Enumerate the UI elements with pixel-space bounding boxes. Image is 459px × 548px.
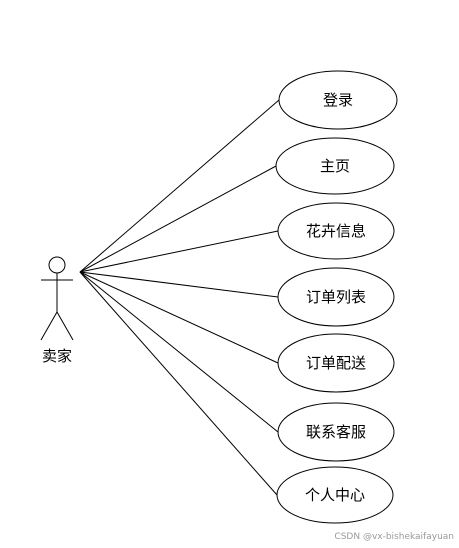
use-case-label-contact-support: 联系客服 <box>306 423 366 441</box>
use-case-contact-support: 联系客服 <box>277 402 395 462</box>
association-line-home <box>79 165 277 273</box>
association-line-delivery <box>79 271 279 364</box>
actor-label: 卖家 <box>42 347 72 365</box>
association-lines <box>79 99 280 496</box>
watermark: CSDN @vx-bishekaifayuan <box>334 532 454 542</box>
use-case-ellipse <box>277 202 395 260</box>
use-case-login: 登录 <box>278 70 398 130</box>
use-case-label-flower-info: 花卉信息 <box>306 222 366 240</box>
use-case-label-profile: 个人中心 <box>305 486 365 504</box>
use-case-label-home: 主页 <box>320 157 350 175</box>
actor-leg-left <box>40 311 58 341</box>
use-case-home: 主页 <box>275 137 395 195</box>
use-case-order-delivery: 订单配送 <box>277 333 395 393</box>
use-case-ellipse <box>276 466 394 524</box>
use-case-order-list: 订单列表 <box>277 267 395 327</box>
association-line-profile <box>79 271 278 496</box>
use-case-label-order-delivery: 订单配送 <box>306 354 366 372</box>
association-line-orders <box>79 271 279 298</box>
use-case-ellipse <box>275 137 395 195</box>
use-case-flower-info: 花卉信息 <box>277 202 395 260</box>
use-case-ellipse <box>277 333 395 393</box>
association-line-login <box>79 99 280 273</box>
use-case-ellipse <box>277 402 395 462</box>
association-line-support <box>79 271 279 433</box>
use-case-ellipse <box>277 267 395 327</box>
use-case-label-login: 登录 <box>323 91 353 109</box>
actor-seller <box>40 256 74 341</box>
actor-leg-right <box>56 311 74 341</box>
association-line-flower <box>79 230 279 273</box>
use-case-profile: 个人中心 <box>276 466 394 524</box>
actor-head <box>48 256 66 274</box>
use-case-label-order-list: 订单列表 <box>306 288 366 306</box>
use-case-ellipse <box>278 70 398 130</box>
